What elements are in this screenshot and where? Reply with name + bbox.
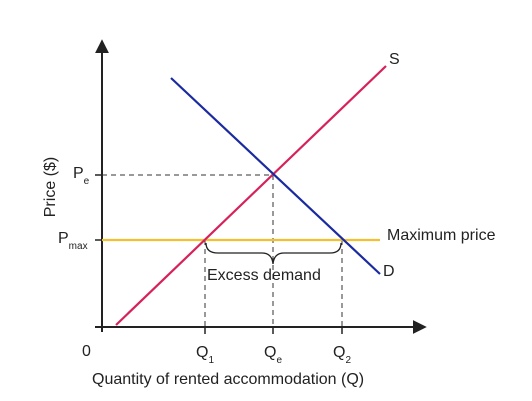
supply-label: S [389,51,400,68]
pe-label: Pe [73,165,90,187]
demand-label: D [383,263,395,280]
q2-label: Q2 [333,344,351,366]
supply-curve [115,65,387,326]
x-axis-title: Quantity of rented accommodation (Q) [92,371,364,388]
pmax-label: Pmax [58,230,88,252]
demand-curve [170,77,381,275]
excess-demand-brace [205,242,342,265]
excess-demand-label: Excess demand [207,267,321,284]
origin-label: 0 [82,343,91,360]
max-price-label: Maximum price [387,227,496,244]
qe-label: Qe [264,344,282,366]
y-axis-title: Price ($) [42,157,59,217]
q1-label: Q1 [196,344,214,366]
